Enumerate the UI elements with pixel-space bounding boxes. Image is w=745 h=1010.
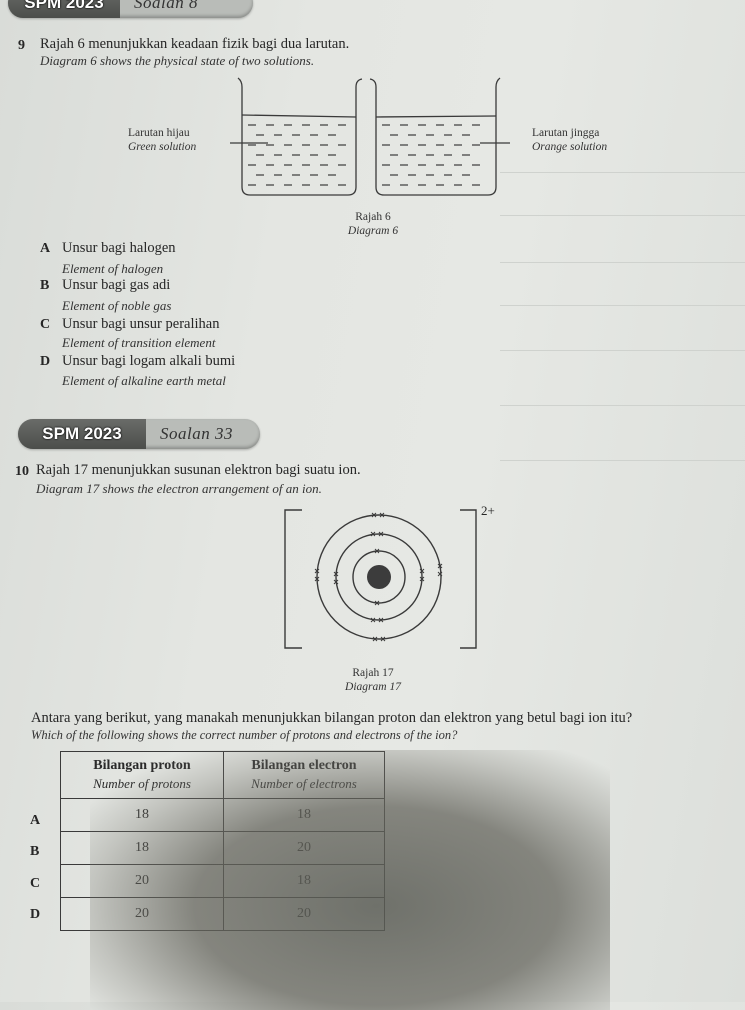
electrons-cell: 18 — [223, 798, 385, 832]
table-row-b[interactable]: 18 20 — [60, 831, 385, 865]
q10-banner: SPM 2023 Soalan 33 — [18, 419, 260, 449]
bleed-line — [500, 350, 745, 351]
table-row-c[interactable]: 20 18 — [60, 864, 385, 898]
table-row-a[interactable]: 18 18 — [60, 798, 385, 832]
header-protons: Bilangan proton Number of protons — [60, 751, 224, 799]
q9-banner: SPM 2023 Soalan 8 — [8, 0, 253, 18]
nucleus — [367, 565, 391, 589]
q9-banner-year: SPM 2023 — [8, 0, 120, 18]
ion-charge: 2+ — [481, 503, 495, 518]
electrons-cell: 18 — [223, 864, 385, 898]
electrons-cell: 20 — [223, 831, 385, 865]
q9-text-en: Diagram 6 shows the physical state of tw… — [40, 53, 315, 68]
bleed-line — [500, 262, 745, 263]
protons-cell: 20 — [60, 864, 224, 898]
q10-text-en: Diagram 17 shows the electron arrangemen… — [36, 481, 322, 496]
option-letter-d[interactable]: D — [30, 907, 41, 922]
protons-cell: 20 — [60, 897, 224, 931]
q10-banner-question: Soalan 33 — [160, 424, 233, 443]
q9-number: 9 — [18, 38, 25, 53]
header-electrons: Bilangan electron Number of electrons — [223, 751, 385, 799]
option-letter-c[interactable]: C — [30, 876, 41, 891]
bleed-line — [500, 215, 745, 216]
q10-banner-year: SPM 2023 — [18, 419, 146, 449]
q10-number: 10 — [15, 464, 29, 479]
beakers-diagram — [230, 77, 510, 196]
q10-prompt-ms: Antara yang berikut, yang manakah menunj… — [31, 710, 633, 726]
q9-banner-question: Soalan 8 — [134, 0, 198, 12]
green-solution-label: Larutan hijau Green solution — [128, 127, 197, 153]
bleed-line — [500, 305, 745, 306]
q10-text-ms: Rajah 17 menunjukkan susunan elektron ba… — [36, 462, 361, 478]
diagram6-caption: Rajah 6 Diagram 6 — [347, 211, 399, 237]
bleed-line — [500, 172, 745, 173]
orange-solution-label: Larutan jingga Orange solution — [532, 127, 608, 153]
option-letter-b[interactable]: B — [30, 844, 40, 859]
q10-prompt-en: Which of the following shows the correct… — [31, 728, 458, 742]
bleed-line — [500, 460, 745, 461]
diagram17-caption: Rajah 17 Diagram 17 — [345, 667, 401, 693]
table-row-d[interactable]: 20 20 — [60, 897, 385, 931]
q9-text-ms: Rajah 6 menunjukkan keadaan fizik bagi d… — [40, 36, 350, 52]
electron-arrangement-diagram — [284, 509, 477, 649]
option-letter-a[interactable]: A — [30, 813, 41, 828]
answer-table: Bilangan proton Number of protons Bilang… — [60, 751, 385, 931]
protons-cell: 18 — [60, 798, 224, 832]
electrons-cell: 20 — [223, 897, 385, 931]
protons-cell: 18 — [60, 831, 224, 865]
bleed-line — [500, 405, 745, 406]
